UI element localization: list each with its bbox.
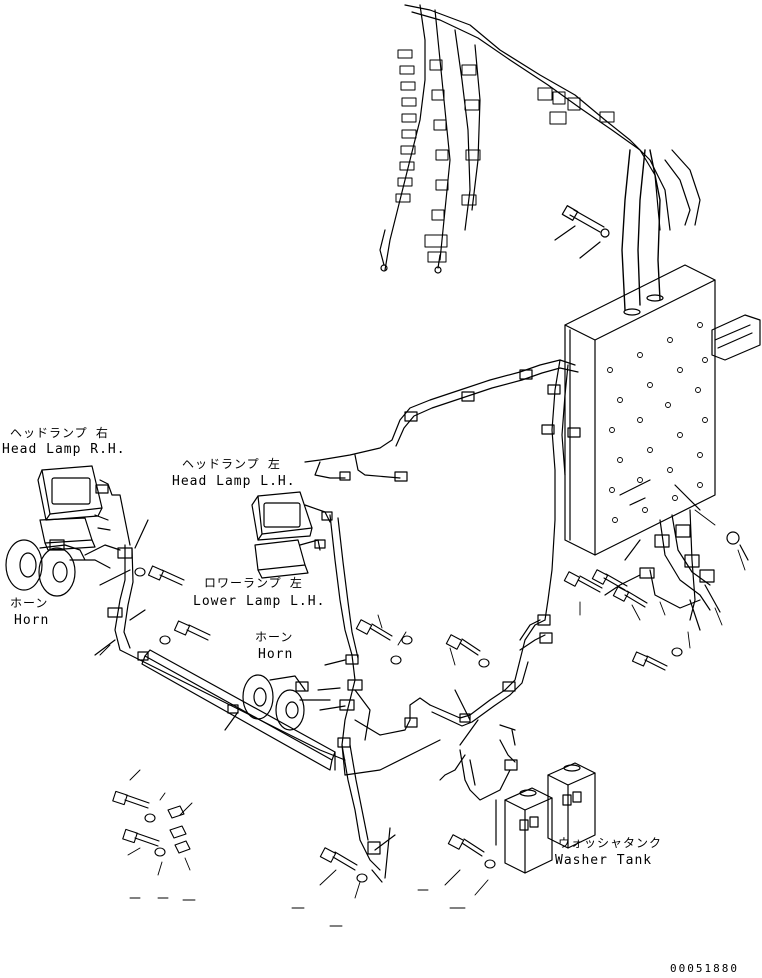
box-lower-harness	[605, 510, 720, 630]
washer-tank-label-jp: ウォッシャタンク	[558, 836, 663, 850]
horn-left-label-en: Horn	[14, 613, 50, 628]
horn-center-label-jp: ホーン	[255, 630, 294, 644]
upper-harness-bundle	[380, 5, 700, 315]
washer-harness	[430, 615, 552, 800]
head-lamp-rh-label-jp: ヘッドランプ 右	[10, 426, 109, 440]
head-lamp-lh-label-jp: ヘッドランプ 左	[182, 457, 281, 471]
head-lamp-rh	[38, 466, 130, 550]
bolts	[113, 566, 682, 882]
head-lamp-lh-label-en: Head Lamp L.H.	[172, 474, 296, 489]
lower-lamp-lh-label-en: Lower Lamp L.H.	[193, 594, 326, 609]
horn-left	[6, 540, 120, 596]
horn-left-label-jp: ホーン	[10, 596, 49, 610]
controller-box	[565, 265, 760, 560]
drawing-number: 00051880	[670, 962, 739, 975]
lower-lamp-lh	[255, 540, 325, 578]
horn-center	[243, 675, 330, 730]
head-lamp-rh-label-en: Head Lamp R.H.	[2, 442, 126, 457]
main-harness	[305, 360, 580, 620]
lower-rail	[142, 650, 335, 770]
washer-tanks	[496, 763, 595, 873]
head-lamp-lh	[252, 492, 332, 540]
horn-center-label-en: Horn	[258, 647, 294, 662]
leader-lines	[100, 510, 745, 926]
bolt-upper	[555, 206, 609, 258]
washer-tank-label-en: Washer Tank	[555, 853, 653, 868]
lower-lamp-lh-label-jp: ロワーランプ 左	[204, 576, 303, 590]
center-harness	[318, 515, 440, 882]
left-harness-run	[95, 520, 345, 760]
